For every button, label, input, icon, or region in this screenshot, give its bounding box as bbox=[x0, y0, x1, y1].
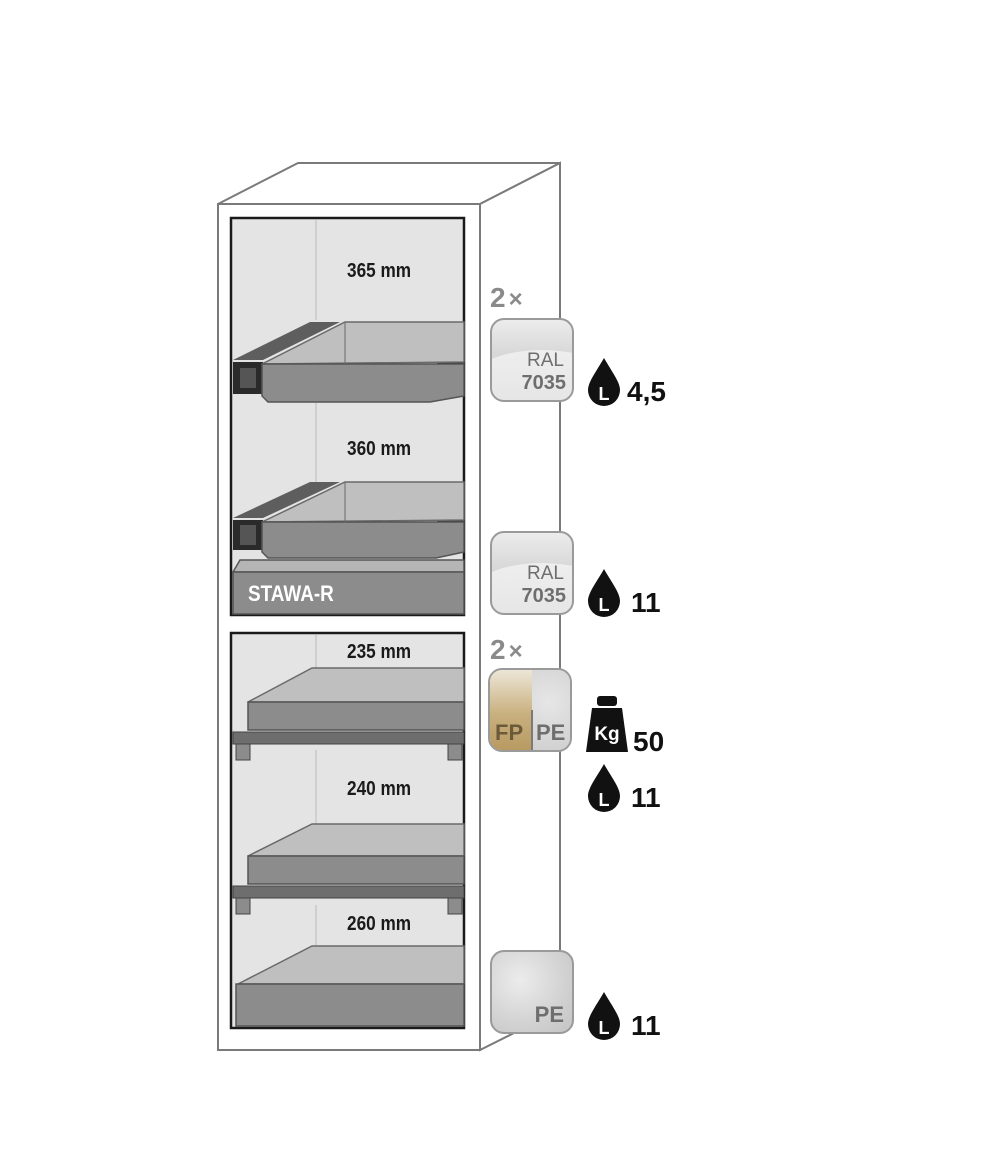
row1-material-tile: RAL 7035 bbox=[490, 318, 574, 402]
row3-load: 50 bbox=[633, 726, 665, 757]
sump-label: STAWA-R bbox=[248, 581, 334, 606]
row3-fp-text: FP bbox=[495, 720, 524, 745]
svg-text:L: L bbox=[599, 384, 610, 404]
svg-text:Kg: Kg bbox=[594, 724, 619, 745]
row2-volume: 11 bbox=[631, 587, 661, 618]
lower-compartment bbox=[229, 631, 466, 1030]
volume-drop-icon: L bbox=[588, 358, 620, 406]
upper-shelf-1-height: 365 mm bbox=[347, 260, 412, 282]
lower-shelf-2-height: 240 mm bbox=[347, 778, 412, 800]
svg-text:L: L bbox=[599, 595, 610, 615]
upper-shelf-2-height: 360 mm bbox=[347, 438, 412, 460]
svg-text:L: L bbox=[599, 1018, 610, 1038]
lower-shelf-3-height: 260 mm bbox=[347, 913, 412, 935]
volume-drop-icon: L bbox=[588, 569, 620, 617]
lower-shelf-1-height: 235 mm bbox=[347, 641, 412, 663]
row3-quantity: 2× bbox=[490, 634, 523, 665]
row1-ral-text: RAL bbox=[527, 350, 564, 371]
lower-sump bbox=[235, 945, 465, 1027]
row2-ral-text: RAL bbox=[527, 563, 564, 584]
upper-shelf-1 bbox=[233, 321, 465, 403]
volume-drop-icon: L bbox=[588, 992, 620, 1040]
row1-quantity: 2× bbox=[490, 282, 523, 313]
weight-icon: Kg bbox=[586, 696, 628, 752]
row3-material-tile: FP PE bbox=[488, 668, 572, 752]
row4-material-tile: PE bbox=[490, 950, 574, 1034]
upper-sump bbox=[231, 559, 465, 615]
lower-shelf-1 bbox=[232, 667, 465, 761]
row2-material-tile: RAL 7035 bbox=[490, 531, 574, 615]
row2-ral-code: 7035 bbox=[521, 585, 567, 607]
row1-volume: 4,5 bbox=[627, 376, 666, 407]
upper-shelf-2 bbox=[233, 481, 465, 559]
row4-pe-text: PE bbox=[534, 1002, 564, 1027]
row3-pe-text: PE bbox=[536, 720, 566, 745]
lower-shelf-2 bbox=[232, 823, 465, 915]
volume-drop-icon: L bbox=[588, 764, 620, 812]
row4-volume: 11 bbox=[631, 1010, 661, 1041]
row3-volume: 11 bbox=[631, 782, 661, 813]
upper-compartment bbox=[229, 216, 466, 617]
svg-text:L: L bbox=[599, 790, 610, 810]
row1-ral-code: 7035 bbox=[521, 372, 567, 394]
